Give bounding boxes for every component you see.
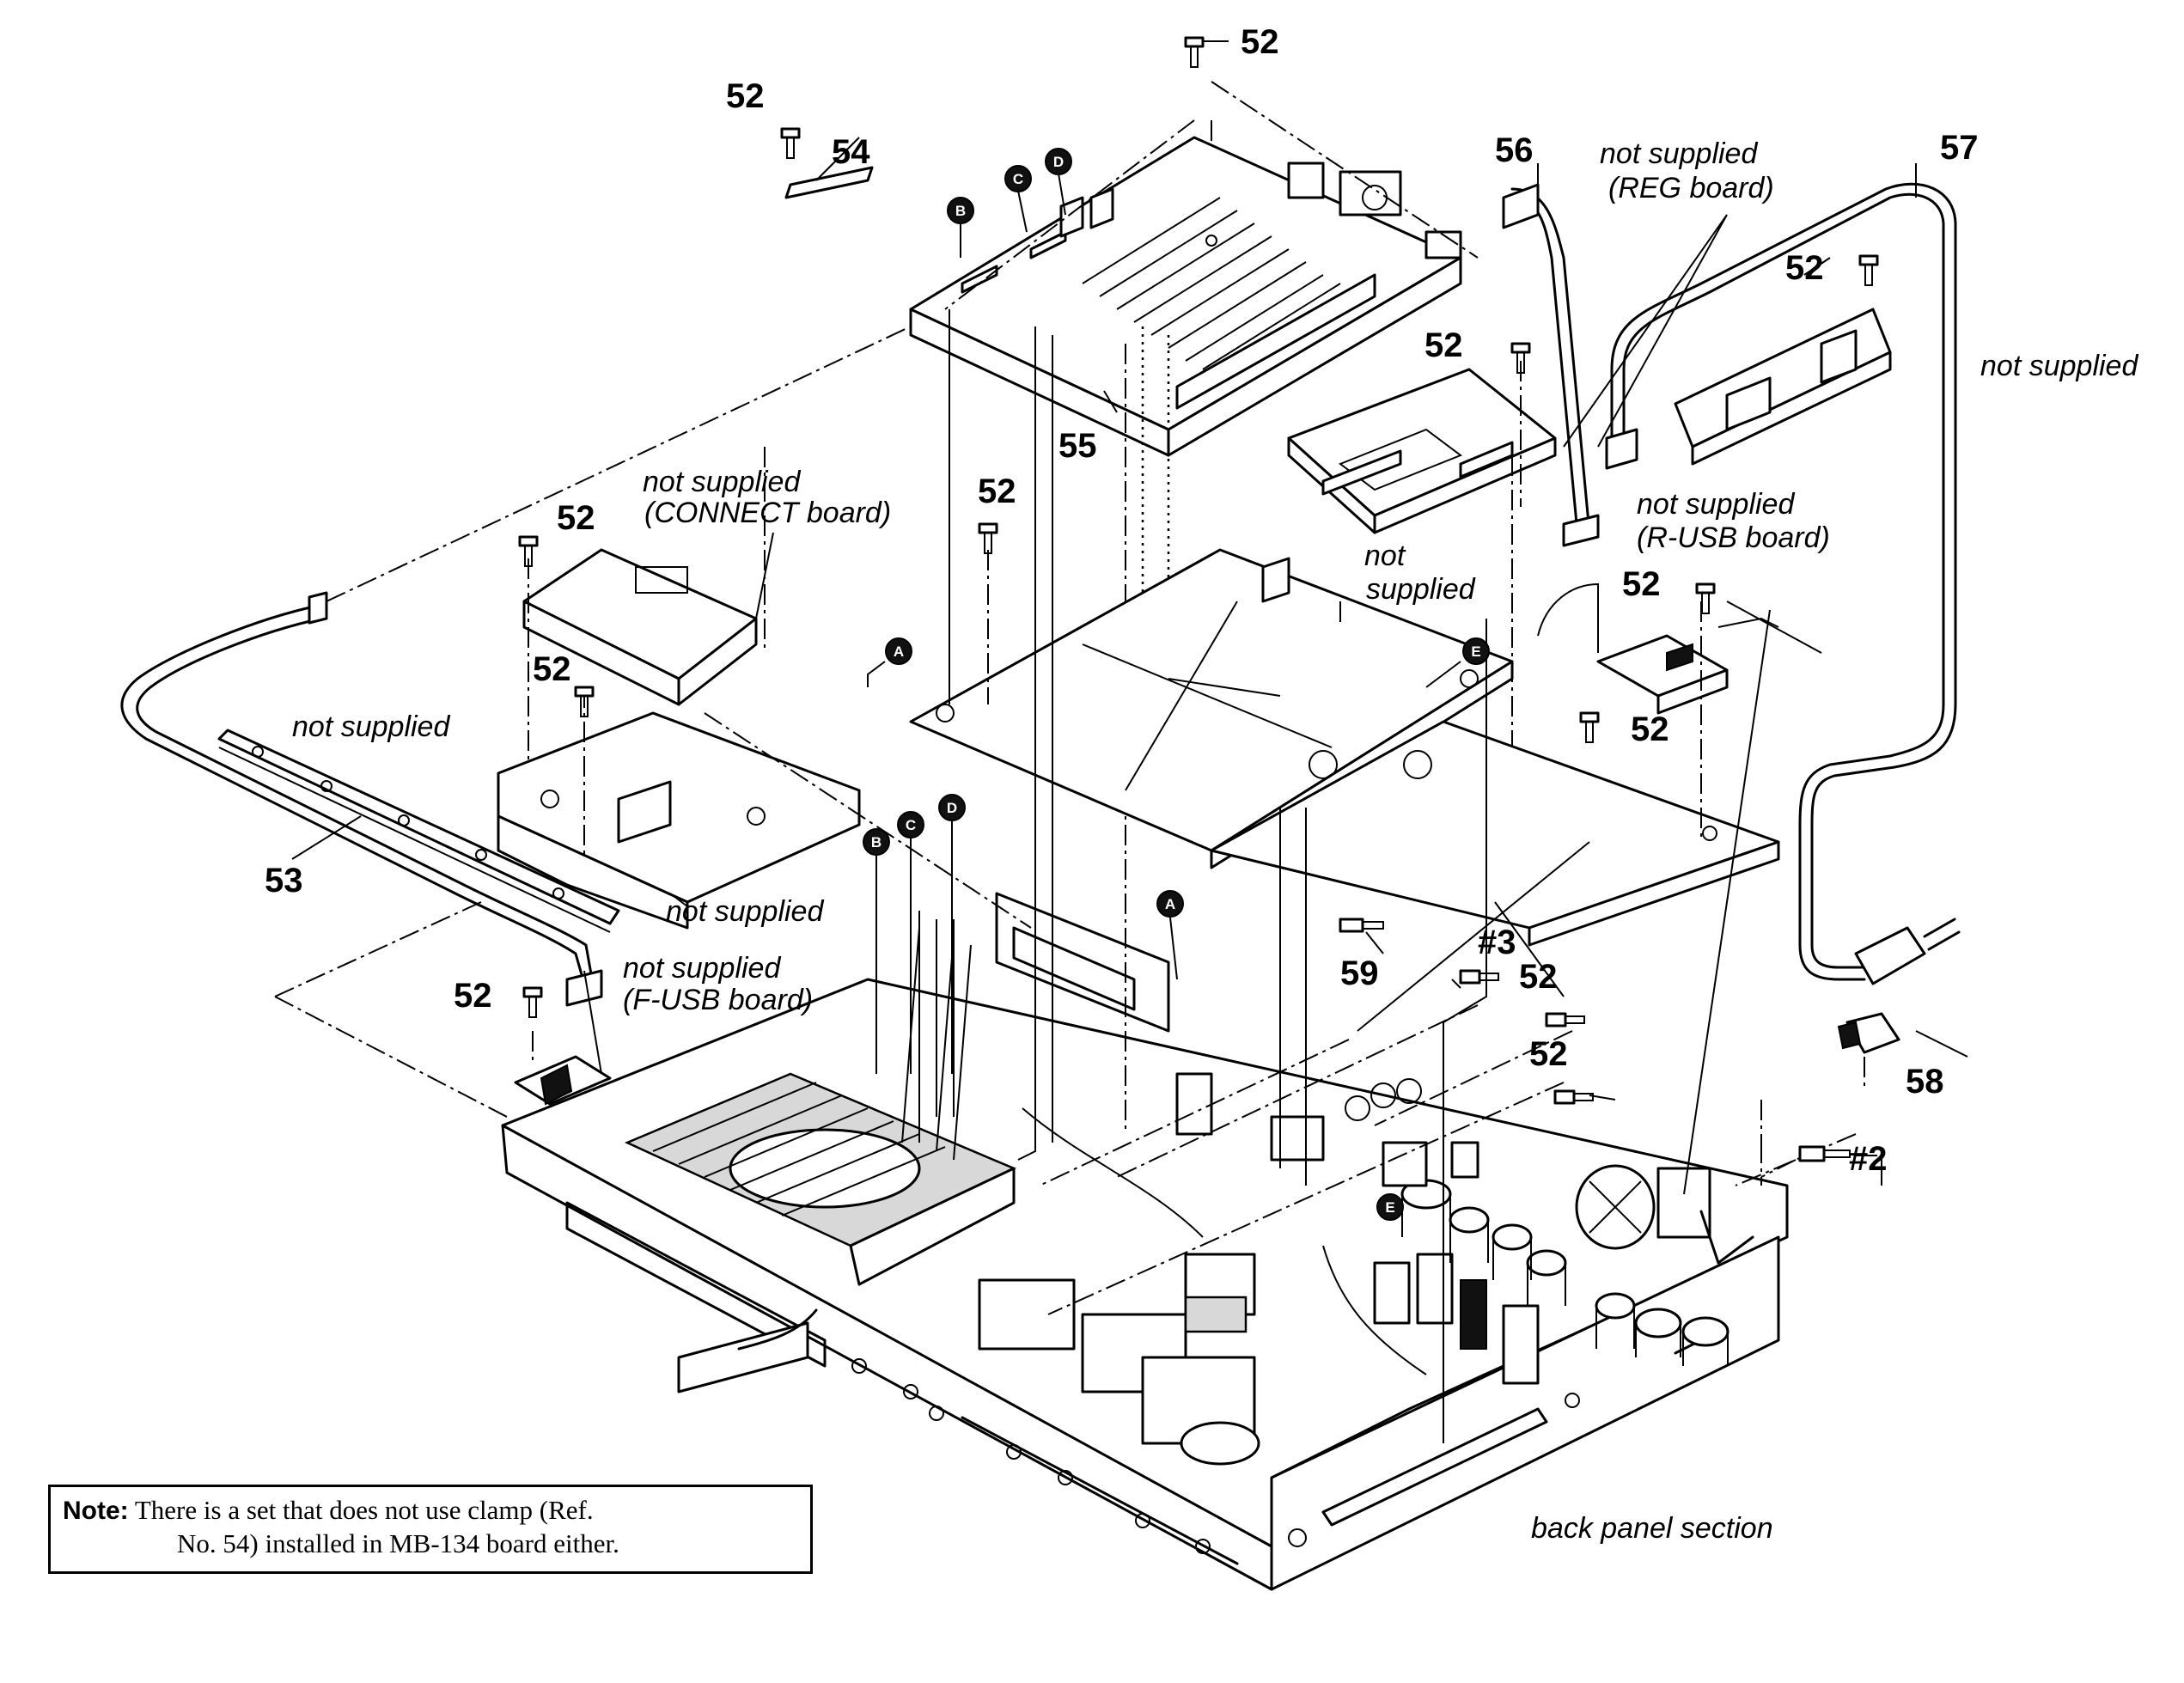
screw-52-connect <box>518 535 539 567</box>
connect-board <box>522 447 766 859</box>
svg-text:E: E <box>1471 643 1480 660</box>
f-usb-board <box>274 901 612 1118</box>
ref-52-fusb: 52 <box>454 977 492 1015</box>
ref-52-reg: 52 <box>1424 326 1463 364</box>
screw-52-right <box>1858 254 1879 286</box>
ref-58: 58 <box>1906 1063 1944 1101</box>
label-right: not supplied <box>1980 350 2138 382</box>
main-board-55 <box>909 81 1479 1134</box>
label-bracket: not supplied <box>666 895 824 928</box>
marker-E-1: E <box>1462 637 1490 665</box>
marker-B-2: B <box>863 828 890 856</box>
marker-D-2: D <box>938 794 966 821</box>
screws <box>518 36 1879 1162</box>
power-cord-57 <box>1605 182 1961 985</box>
screw-52-rusb <box>1695 582 1716 614</box>
ref-59: 59 <box>1340 954 1379 992</box>
svg-text:D: D <box>1053 154 1064 170</box>
bottom-plate <box>909 548 1780 947</box>
front-bar <box>217 729 620 933</box>
marker-E-2: E <box>1376 1193 1404 1221</box>
svg-text:D: D <box>947 800 957 816</box>
screw-52-lower <box>574 686 595 717</box>
reg-board <box>1287 361 1557 808</box>
ref-54: 54 <box>832 133 870 171</box>
main-board-components <box>978 1072 1754 1466</box>
label-fusb-1: not supplied <box>623 952 781 985</box>
label-back-panel: back panel section <box>1531 1512 1773 1545</box>
screw-52-clamp <box>780 127 801 159</box>
screw-52-reg <box>1510 342 1531 374</box>
ref-h2: #2 <box>1849 1140 1888 1178</box>
ref-52-right: 52 <box>1785 249 1824 287</box>
ref-52-plate: 52 <box>978 473 1016 510</box>
ref-52-rusb: 52 <box>1622 565 1661 603</box>
screw-52-fusb <box>522 986 543 1018</box>
marker-B-1: B <box>947 197 974 224</box>
svg-text:C: C <box>1013 171 1023 187</box>
ref-57: 57 <box>1940 129 1979 167</box>
ref-52-connect: 52 <box>557 499 595 537</box>
label-rusb-1: not supplied <box>1637 488 1795 521</box>
screw-52-mid <box>1579 711 1600 743</box>
svg-text:A: A <box>894 643 904 660</box>
screw-52-back2 <box>1553 1089 1594 1105</box>
label-bar: not supplied <box>292 710 450 743</box>
ref-52-top: 52 <box>1241 23 1279 61</box>
ref-52-back2: 52 <box>1529 1035 1568 1073</box>
ref-52-clamp: 52 <box>726 77 765 115</box>
cable-53 <box>120 591 603 1007</box>
ref-52-lower: 52 <box>533 650 571 688</box>
svg-text:E: E <box>1385 1199 1394 1216</box>
screw-52-top <box>1184 36 1205 68</box>
cable-56 <box>1502 183 1600 547</box>
marker-D-1: D <box>1045 148 1072 175</box>
marker-A-1: A <box>885 637 912 665</box>
label-connect-2: (CONNECT board) <box>644 497 891 529</box>
note-line-2: No. 54) installed in MB-134 board either… <box>177 1528 619 1558</box>
label-connect-1: not supplied <box>643 466 801 498</box>
clamp-54 <box>784 166 874 199</box>
label-rusb-2: (R-USB board) <box>1637 521 1830 554</box>
svg-text:A: A <box>1165 896 1175 912</box>
label-plate-2: supplied <box>1366 573 1476 606</box>
ref-53: 53 <box>265 862 303 899</box>
note-line-1: There is a set that does not use clamp (… <box>134 1495 594 1525</box>
ref-52-back1: 52 <box>1519 958 1558 996</box>
screw-52-plate <box>978 522 998 554</box>
screw-h2 <box>1798 1145 1851 1162</box>
marker-C-2: C <box>897 811 924 838</box>
label-fusb-2: (F-USB board) <box>623 984 813 1016</box>
label-reg-1: not supplied <box>1600 137 1758 170</box>
marker-A-2: A <box>1156 890 1184 918</box>
ref-56: 56 <box>1495 131 1534 169</box>
note-title: Note: <box>63 1497 129 1525</box>
right-board <box>1674 308 1892 466</box>
label-plate-1: not <box>1364 540 1406 572</box>
ref-h3: #3 <box>1478 924 1516 961</box>
leader-lines <box>326 309 1882 1443</box>
screw-h3 <box>1459 969 1499 985</box>
svg-text:C: C <box>906 817 916 833</box>
screw-52-back1 <box>1545 1012 1585 1027</box>
svg-text:B: B <box>871 834 882 851</box>
label-reg-2: (REG board) <box>1608 172 1774 204</box>
chassis <box>501 892 1789 1591</box>
svg-text:B: B <box>955 203 966 219</box>
marker-C-1: C <box>1004 165 1032 192</box>
connector-58 <box>1837 1012 1900 1091</box>
ref-55: 55 <box>1058 427 1097 465</box>
note-box: Note: There is a set that does not use c… <box>48 1485 813 1574</box>
ref-52-mid: 52 <box>1631 710 1669 748</box>
screw-59 <box>1339 918 1384 933</box>
r-usb-board <box>1596 601 1729 842</box>
lower-bracket <box>497 687 1032 930</box>
